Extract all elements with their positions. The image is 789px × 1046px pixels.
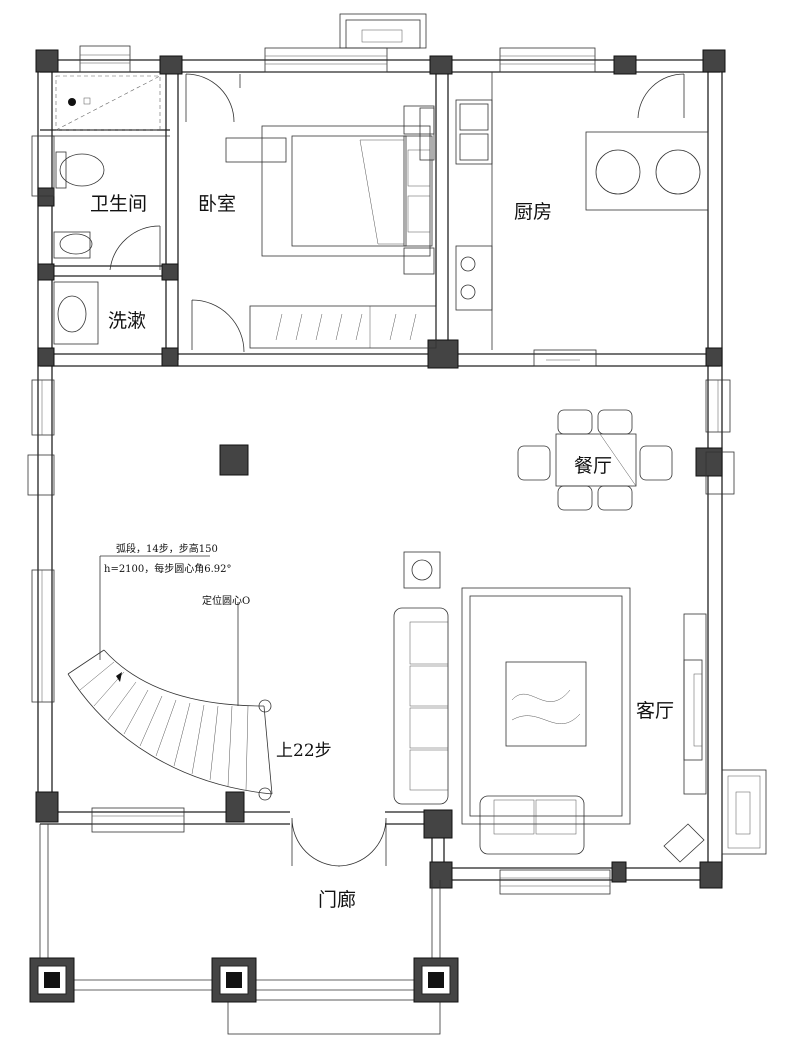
label-dining: 餐厅: [574, 455, 612, 477]
bathroom-fixtures: [53, 75, 161, 345]
label-washroom: 洗漱: [108, 310, 146, 332]
label-kitchen: 厨房: [514, 201, 552, 223]
porch: [29, 824, 459, 1035]
label-bathroom: 卫生间: [90, 193, 147, 215]
bedroom-furniture: [225, 105, 437, 349]
label-porch: 门廊: [318, 889, 356, 911]
stair-center-label: 定位圆心O: [202, 594, 250, 607]
kitchen-fixtures: [455, 72, 709, 350]
stair-up-label: 上22步: [276, 741, 332, 761]
doors: [109, 73, 685, 867]
living-furniture: [393, 551, 707, 863]
structural-columns: [35, 49, 726, 889]
dining-set: [517, 409, 673, 511]
stair-note-line1: 弧段，14步，步高150: [116, 542, 218, 555]
spiral-stair: [67, 555, 273, 801]
label-bedroom: 卧室: [198, 193, 236, 215]
label-living: 客厅: [636, 700, 674, 722]
stair-note-line2: h=2100，每步圆心角6.92°: [104, 562, 232, 575]
windows: [27, 13, 767, 895]
outer-walls: [37, 59, 723, 881]
